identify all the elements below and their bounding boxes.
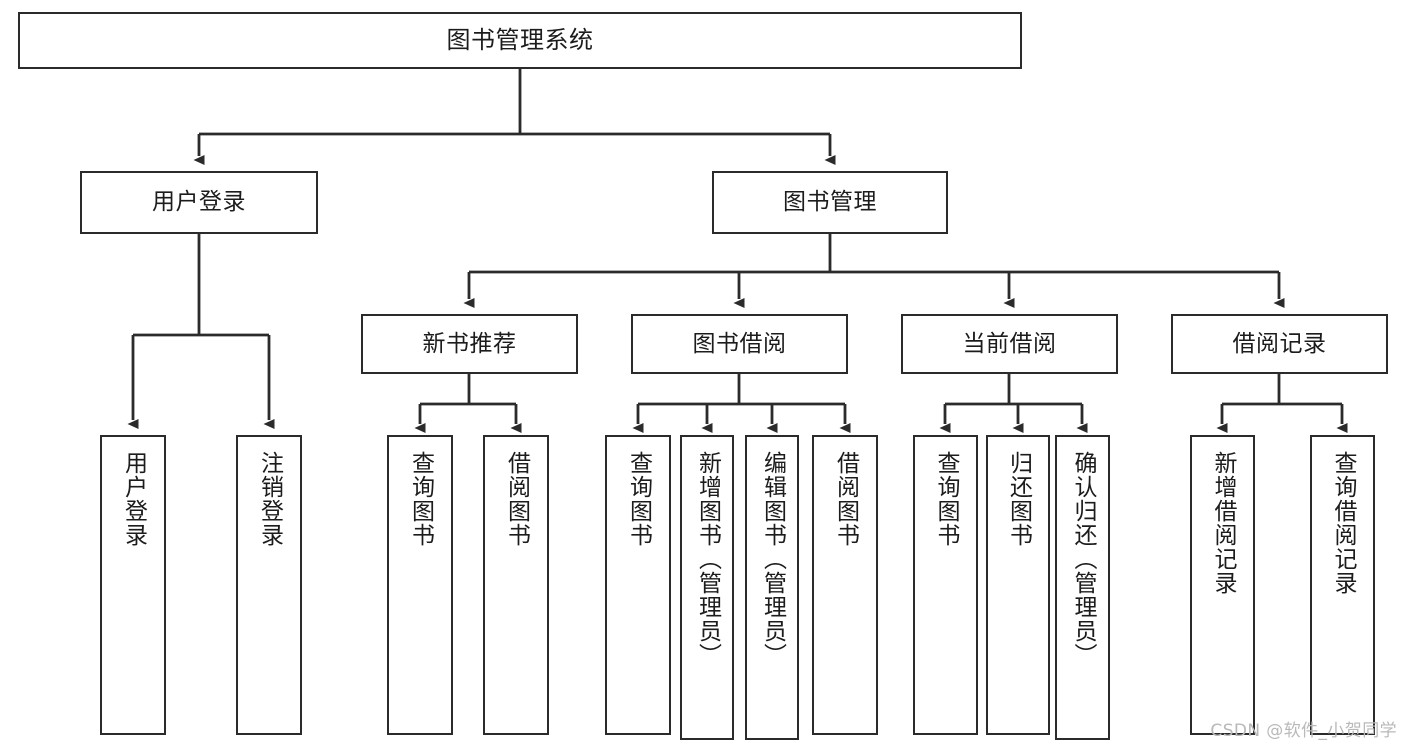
node-label: 图书借阅: [692, 330, 787, 357]
node-leaf-query-borrow-record[interactable]: 查询借阅记录: [1310, 435, 1375, 735]
node-leaf-edit-book-admin[interactable]: 编辑图书（管理员）: [745, 435, 799, 740]
node-label: 编辑图书（管理员）: [759, 451, 786, 667]
node-book-management-system[interactable]: 图书管理系统: [18, 12, 1022, 69]
node-leaf-query-book-borrowing[interactable]: 查询图书: [605, 435, 671, 735]
node-borrowing-records[interactable]: 借阅记录: [1171, 314, 1388, 374]
node-label: 用户登录: [120, 451, 147, 547]
node-label: 归还图书: [1005, 451, 1032, 547]
node-label: 注销登录: [256, 451, 283, 547]
node-leaf-query-book-current[interactable]: 查询图书: [913, 435, 978, 735]
node-leaf-borrow-book[interactable]: 借阅图书: [812, 435, 878, 735]
node-label: 新书推荐: [422, 330, 517, 357]
node-leaf-borrow-book-newbook[interactable]: 借阅图书: [483, 435, 549, 735]
node-leaf-confirm-return-admin[interactable]: 确认归还（管理员）: [1055, 435, 1110, 740]
node-label: 查询图书: [625, 451, 652, 547]
node-label: 查询图书: [407, 451, 434, 547]
node-leaf-return-book[interactable]: 归还图书: [986, 435, 1050, 735]
node-label: 图书管理: [783, 189, 877, 216]
node-label: 借阅图书: [503, 451, 530, 547]
node-label: 查询图书: [933, 451, 959, 547]
node-label: 借阅图书: [832, 451, 859, 547]
node-leaf-user-login[interactable]: 用户登录: [100, 435, 166, 735]
node-label: 查询借阅记录: [1330, 451, 1356, 595]
node-leaf-add-book-admin[interactable]: 新增图书（管理员）: [680, 435, 734, 740]
node-leaf-logout[interactable]: 注销登录: [236, 435, 302, 735]
node-label: 新增借阅记录: [1210, 451, 1236, 595]
node-book-borrowing[interactable]: 图书借阅: [631, 314, 848, 374]
node-label: 图书管理系统: [446, 25, 594, 54]
node-new-book-recommendation[interactable]: 新书推荐: [361, 314, 578, 374]
node-leaf-query-book-newbook[interactable]: 查询图书: [387, 435, 453, 735]
node-label: 借阅记录: [1232, 330, 1327, 357]
node-label: 用户登录: [152, 189, 246, 216]
csdn-watermark: CSDN @软件_小贺同学: [1210, 721, 1397, 741]
node-book-management[interactable]: 图书管理: [712, 171, 948, 234]
node-user-login[interactable]: 用户登录: [80, 171, 318, 234]
node-current-borrowing[interactable]: 当前借阅: [901, 314, 1118, 374]
node-label: 新增图书（管理员）: [694, 451, 721, 667]
node-label: 当前借阅: [962, 330, 1057, 357]
node-leaf-add-borrow-record[interactable]: 新增借阅记录: [1190, 435, 1255, 735]
node-label: 确认归还（管理员）: [1070, 451, 1096, 667]
